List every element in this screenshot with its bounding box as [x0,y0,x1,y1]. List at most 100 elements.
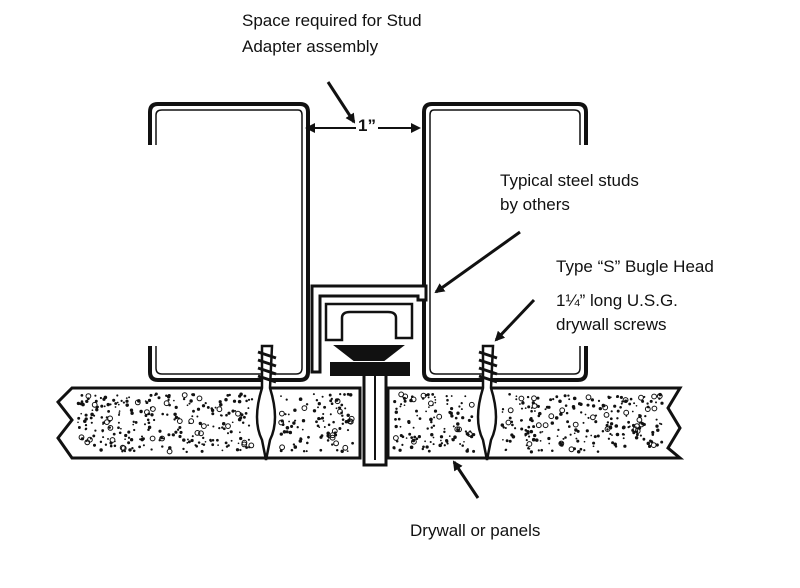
drywall-speckle [584,413,587,416]
drywall-speckle [149,393,153,397]
label-drywall: Drywall or panels [410,521,541,540]
drywall-speckle [615,433,619,436]
drywall-speckle [201,404,206,408]
drywall-speckle [560,443,564,447]
drywall-speckle [413,435,417,439]
drywall-speckle [531,437,536,442]
drywall-speckle [131,447,134,450]
drywall-speckle [660,423,663,426]
drywall-speckle [633,402,636,405]
drywall-speckle [530,419,534,423]
drywall-speckle [614,424,619,428]
drywall-speckle [548,413,555,420]
drywall-speckle [606,428,609,431]
drywall-speckle [315,420,318,424]
drywall-speckle [133,428,136,432]
drywall-speckle [118,412,121,414]
drywall-speckle [231,421,234,424]
drywall-speckle [526,441,533,447]
drywall-speckle [397,417,401,421]
drywall-speckle [216,438,219,442]
drywall-speckle [237,442,240,445]
drywall-speckle [77,416,81,420]
drywall-speckle [432,443,435,446]
drywall-speckle [103,405,106,408]
drywall-speckle [190,438,194,443]
drywall-speckle [623,409,630,416]
drywall-speckle [424,393,428,397]
drywall-speckle [649,439,652,443]
drywall-speckle [76,401,81,406]
drywall-speckle [338,427,342,430]
drywall-speckle [117,403,120,406]
drywall-speckle [440,439,442,442]
drywall-speckle [232,399,237,403]
drywall-speckle [80,437,84,441]
drywall-speckle [129,438,134,442]
drywall-speckle [520,427,524,431]
drywall-speckle [440,442,444,445]
drywall-speckle [421,397,425,400]
drywall-speckle [204,401,207,405]
drywall-speckle [505,439,509,443]
drywall-speckle [298,439,303,443]
label-steel-studs-line2: by others [500,195,570,214]
steel-stud-right [422,102,588,382]
drywall-speckle [443,427,446,430]
drywall-speckle [92,443,97,447]
drywall-speckle [120,427,122,430]
drywall-speckle [520,407,524,410]
drywall-speckle [524,434,527,437]
drywall-speckle [586,403,590,407]
drywall-speckle [542,422,549,429]
drywall-speckle [597,399,601,403]
drywall-speckle [109,403,112,406]
drywall-speckle [448,410,452,414]
drywall-speckle [244,412,248,415]
drywall-speckle [565,411,569,415]
drywall-speckle [415,437,419,441]
drywall-speckle [140,437,144,442]
drywall-speckle [526,430,530,434]
drywall-speckle [150,406,156,412]
drywall-speckle [450,407,454,411]
drywall-speckle [607,437,611,440]
drywall-speckle [585,429,589,433]
drywall-speckle [402,396,407,400]
drywall-speckle [173,434,175,437]
drywall-speckle [330,397,333,401]
drywall-speckle [318,426,321,429]
drywall-speckle [348,393,353,397]
drywall-speckle [245,399,248,403]
drywall-speckle [104,419,110,426]
drywall-speckle [85,440,88,442]
drywall-speckle [315,398,319,402]
drywall-speckle [147,425,152,430]
drywall-speckle [631,423,636,428]
drywall-speckle [575,437,578,440]
drywall-speckle [634,436,639,440]
drywall-speckle [650,442,657,449]
drywall-speckle [287,413,290,416]
drywall-speckle [592,441,596,445]
drywall-speckle [216,406,223,413]
drywall-speckle [415,409,418,413]
drywall-speckle [130,411,134,415]
drywall-speckle [417,435,421,439]
drywall-speckle [138,445,141,449]
drywall-speckle [507,407,514,414]
steel-stud-left-inner [155,109,303,375]
drywall-speckle [426,393,430,397]
label-screw-type: Type “S” Bugle Head [556,257,714,276]
drywall-speckle [531,395,537,402]
drywall-speckle [209,438,212,442]
drywall-speckle [243,394,247,398]
drywall-speckle [187,440,191,444]
drywall-speckle [119,444,126,451]
drywall-speckle [195,444,198,447]
drywall-speckle [116,394,119,397]
drywall-speckle [117,413,121,416]
drywall-speckle [212,425,215,428]
drywall-speckle [173,412,177,417]
drywall-screw-right [476,344,498,461]
